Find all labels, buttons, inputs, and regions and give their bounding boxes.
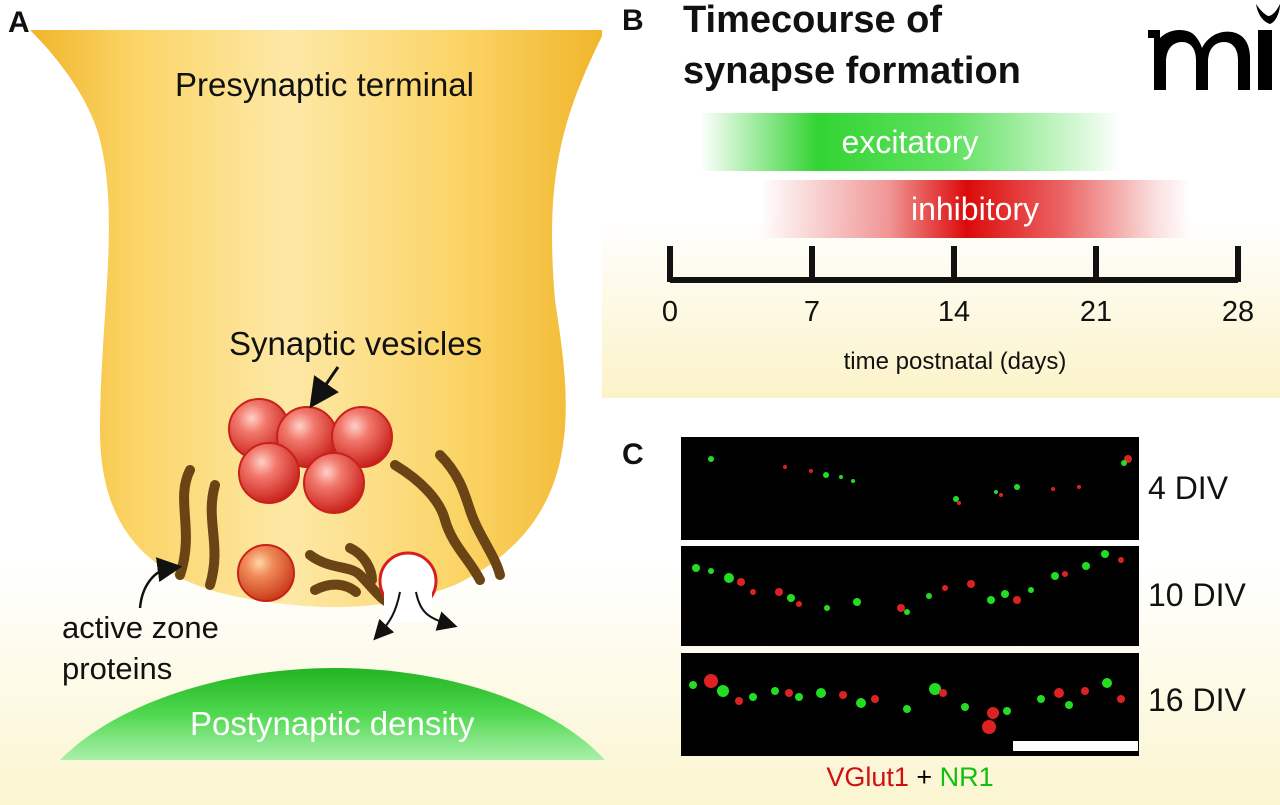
presynaptic-label: Presynaptic terminal — [175, 66, 474, 103]
panel-b-title-line1: Timecourse of — [683, 0, 943, 41]
micrograph-10-div — [681, 546, 1139, 646]
puncta-10-div — [692, 550, 1124, 615]
presynaptic-terminal-shape — [30, 30, 605, 608]
excitatory-label: excitatory — [841, 124, 979, 160]
axis-caption: time postnatal (days) — [843, 348, 1067, 375]
synaptic-vesicles — [228, 398, 393, 602]
tick-label-7: 7 — [803, 296, 821, 328]
panel-c-letter: C — [622, 438, 644, 471]
axis-ticks — [667, 246, 1241, 282]
tick-label-28: 28 — [1221, 296, 1255, 328]
legend-vglut1: VGlut1 — [826, 762, 909, 792]
tick-label-0: 0 — [661, 296, 679, 328]
div-label-16: 16 DIV — [1148, 682, 1246, 718]
vesicles-label: Synaptic vesicles — [229, 325, 483, 362]
div-label-10: 10 DIV — [1148, 577, 1246, 613]
active-zone-proteins — [175, 450, 505, 611]
vesicles-arrow — [309, 366, 340, 409]
panel-b-title-line2: synapse formation — [683, 50, 1021, 92]
journal-logo — [1148, 4, 1280, 90]
active-zone-label-line2: proteins — [62, 651, 173, 686]
micrograph-4-div — [681, 437, 1139, 540]
panel-b-letter: B — [622, 4, 644, 37]
fusion-pore — [373, 551, 458, 641]
puncta-4-div — [708, 455, 1132, 505]
legend-nr1: NR1 — [939, 762, 994, 792]
div-label-4: 4 DIV — [1148, 470, 1229, 506]
inhibitory-bar: inhibitory — [760, 180, 1190, 238]
legend-plus: + — [908, 762, 940, 792]
inhibitory-label: inhibitory — [910, 191, 1040, 227]
active-zone-label-line1: active zone — [62, 610, 219, 645]
time-axis — [667, 246, 1241, 283]
micrograph-16-div — [681, 653, 1139, 756]
active-zone-arrow — [138, 557, 183, 609]
postsynaptic-density-shape — [60, 668, 605, 760]
scale-bar — [1013, 741, 1138, 751]
tick-label-21: 21 — [1079, 296, 1113, 328]
panel-a-letter: A — [8, 6, 30, 39]
puncta-16-div — [689, 674, 1125, 734]
excitatory-bar: excitatory — [700, 113, 1120, 171]
micrograph-legend: VGlut1 + NR1 — [681, 762, 1139, 793]
tick-label-14: 14 — [937, 296, 971, 328]
postsynaptic-label: Postynaptic density — [190, 705, 475, 742]
